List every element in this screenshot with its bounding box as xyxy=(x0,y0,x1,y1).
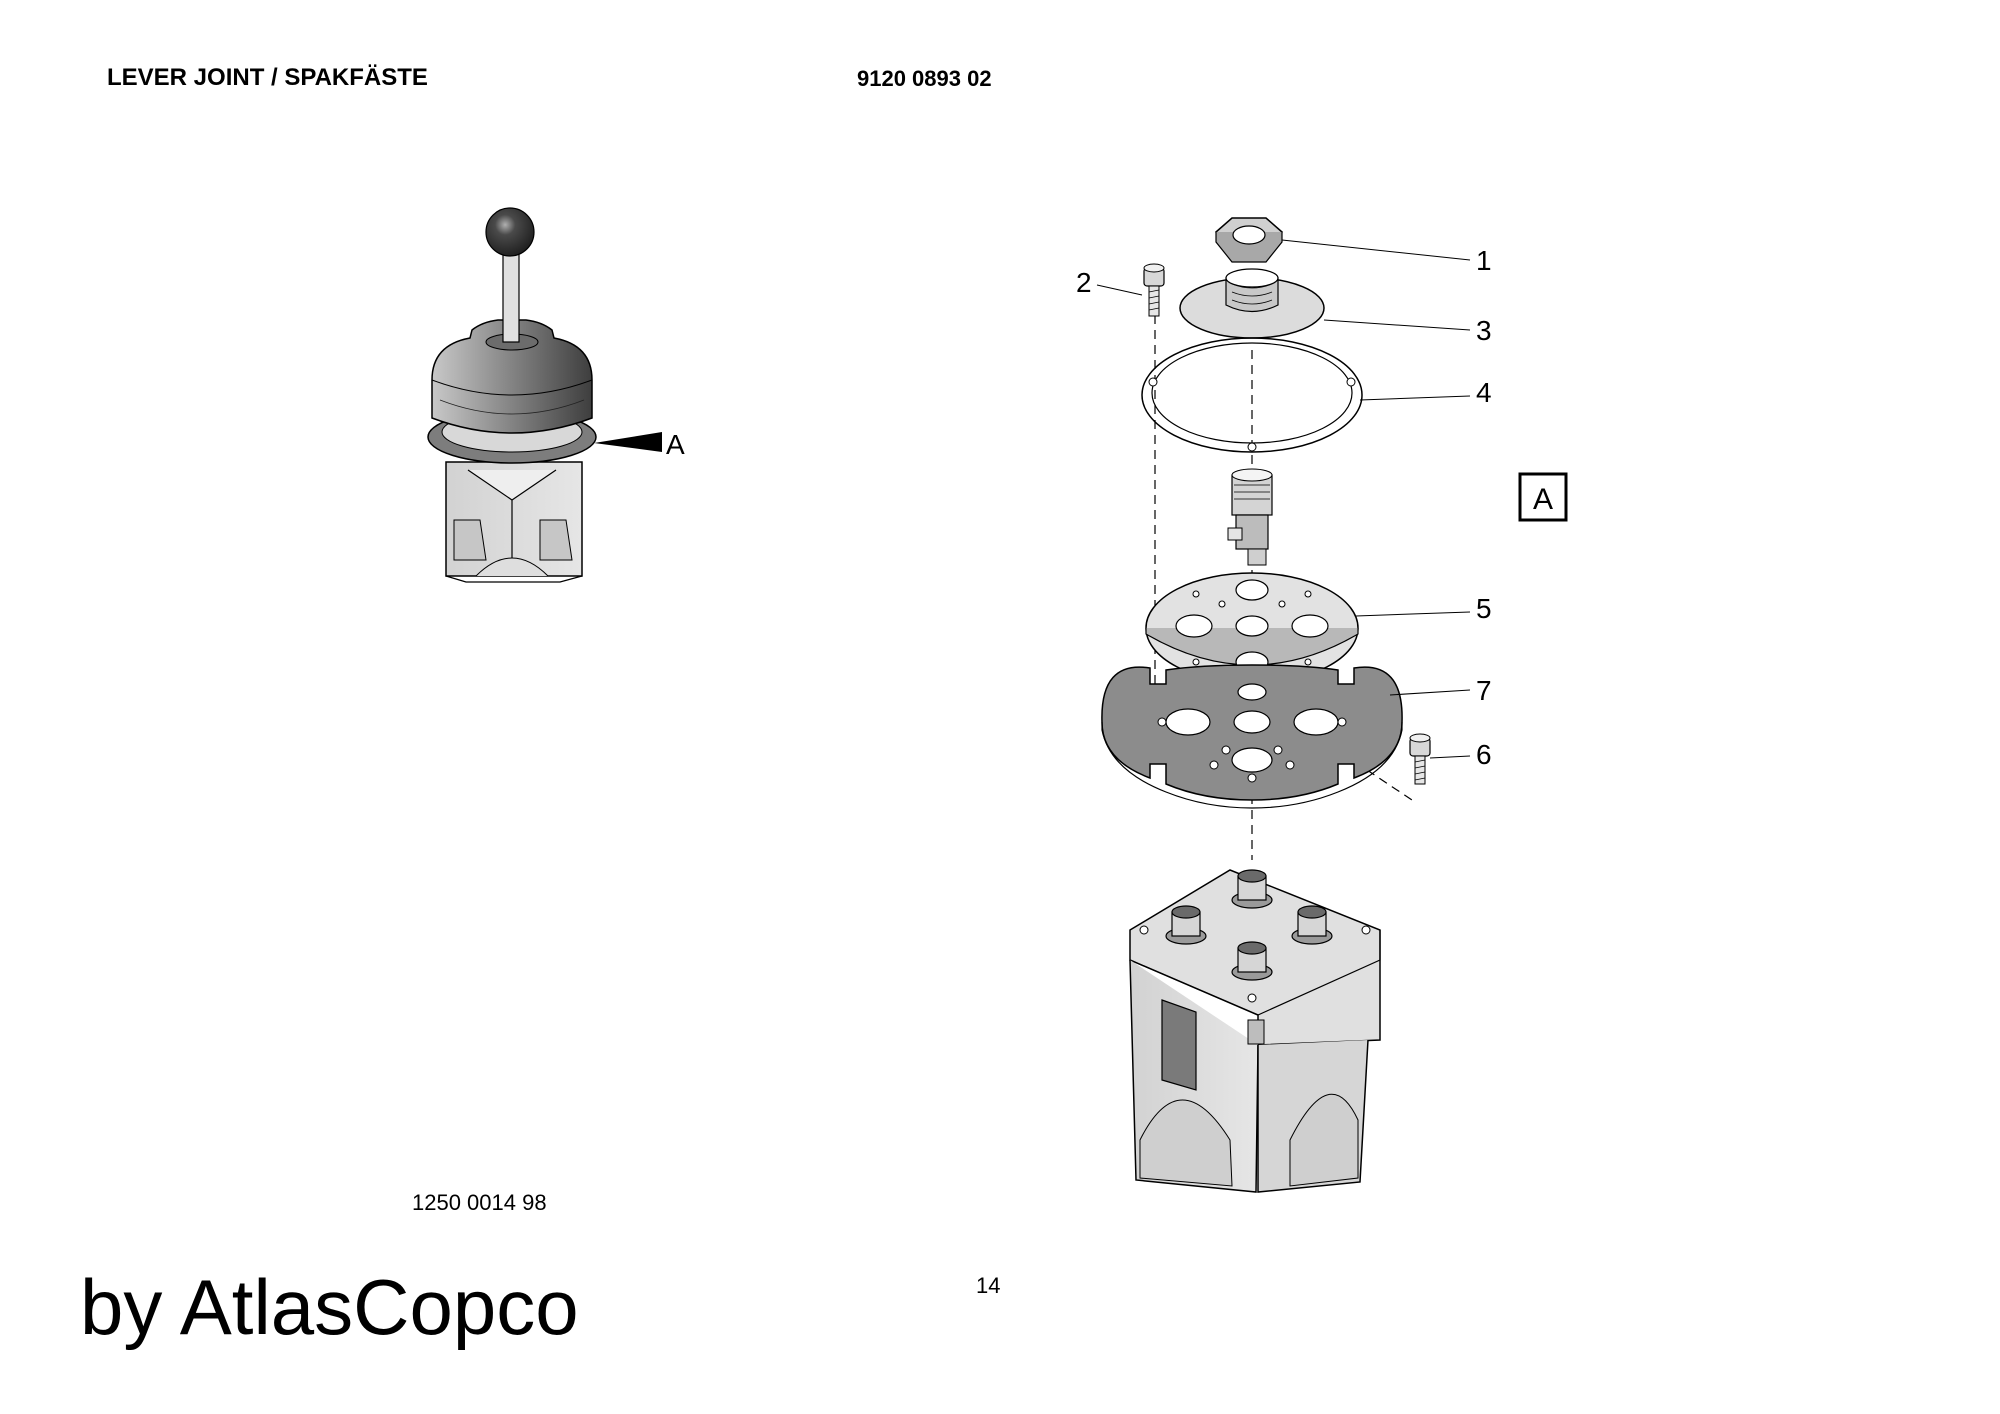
callout-5: 5 xyxy=(1476,593,1492,624)
plunger-back xyxy=(1231,869,1273,909)
callout-7: 7 xyxy=(1476,675,1492,706)
page-title: LEVER JOINT / SPAKFÄSTE xyxy=(107,64,428,91)
brand-text: by AtlasCopco xyxy=(80,1263,579,1351)
plunger-front xyxy=(1231,941,1273,981)
part-6-screw xyxy=(1409,733,1431,785)
lever-knob xyxy=(485,207,535,257)
callout-2: 2 xyxy=(1076,267,1092,298)
valve-body xyxy=(1129,869,1381,1193)
valve-body-overview xyxy=(445,461,583,583)
callout-a-arrow xyxy=(594,432,662,452)
plunger-left xyxy=(1165,905,1207,945)
assembled-lever-joint xyxy=(427,207,662,583)
callout-1: 1 xyxy=(1476,245,1492,276)
part-number: 9120 0893 02 xyxy=(857,66,992,91)
overview-callout-a: A xyxy=(666,429,685,460)
part-2-screw xyxy=(1143,263,1165,317)
rubber-boot xyxy=(431,319,593,434)
callout-6: 6 xyxy=(1476,739,1492,770)
leader-lines xyxy=(1096,239,1471,759)
callout-3: 3 xyxy=(1476,315,1492,346)
part-5-plate xyxy=(1145,572,1359,684)
part-4-ring xyxy=(1141,337,1363,453)
universal-joint xyxy=(1227,468,1273,566)
part-3-flange xyxy=(1179,268,1325,339)
callout-4: 4 xyxy=(1476,377,1492,408)
drawing-number: 1250 0014 98 xyxy=(412,1190,547,1215)
exploded-view xyxy=(1096,217,1568,1193)
view-marker-box xyxy=(1518,472,1568,522)
part-1-nut xyxy=(1214,217,1284,263)
lever-shaft xyxy=(502,249,520,343)
view-marker-label: A xyxy=(1533,483,1553,516)
part-7-plate xyxy=(1101,664,1403,809)
plungers xyxy=(1165,869,1333,981)
plunger-right xyxy=(1291,905,1333,945)
page-number: 14 xyxy=(976,1273,1001,1298)
